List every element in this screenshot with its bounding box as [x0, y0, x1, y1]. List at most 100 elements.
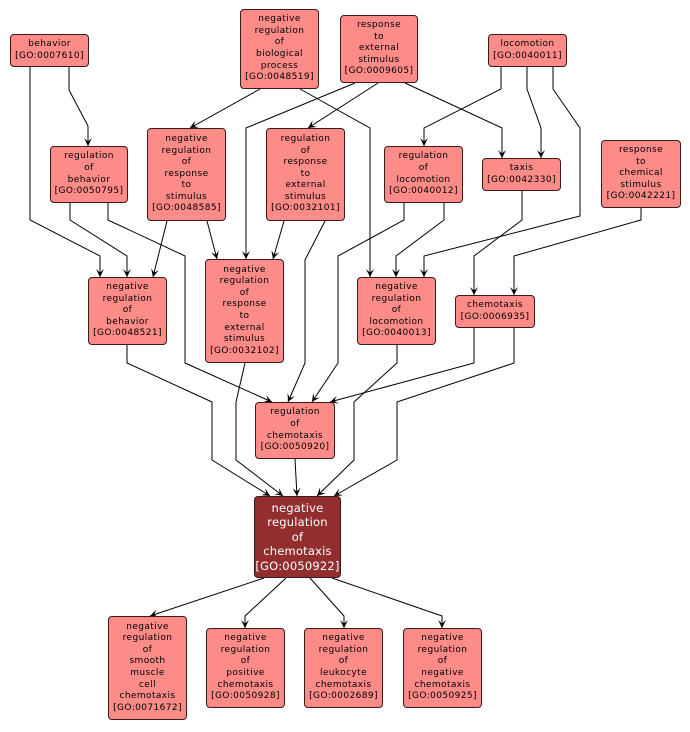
- go-term-node-go0007610[interactable]: behavior[GO:0007610]: [10, 34, 89, 67]
- node-label-line: stimulus: [165, 191, 208, 202]
- edge-GO0040012-to-GO0040013: [392, 203, 445, 277]
- node-label-line: to: [300, 168, 311, 179]
- arrowhead-icon: [96, 269, 104, 277]
- node-label-line: external: [224, 322, 265, 333]
- go-term-node-go0040011[interactable]: locomotion[GO:0040011]: [488, 34, 567, 67]
- edge-GO0032102-to-GO0050922: [235, 362, 284, 497]
- node-label-line: negative: [421, 668, 464, 678]
- node-label-line: negative: [106, 282, 149, 293]
- arrowhead-icon: [470, 287, 478, 295]
- node-label-line: negative: [223, 264, 266, 275]
- arrowhead-icon: [287, 393, 295, 402]
- node-label-line: regulation: [64, 151, 114, 162]
- node-label-line: chemotaxis: [414, 679, 471, 690]
- node-label-line: response: [618, 145, 664, 156]
- edge-line: [235, 362, 284, 497]
- go-term-node-go0006935[interactable]: chemotaxis[GO:0006935]: [455, 295, 535, 328]
- go-term-node-go0042330[interactable]: taxis[GO:0042330]: [482, 158, 561, 191]
- node-go-id: [GO:0040012]: [389, 186, 458, 197]
- node-label-line: behavior: [28, 38, 71, 49]
- node-label-line: of: [239, 287, 250, 298]
- edge-GO0050922-to-GO0050925: [331, 577, 446, 628]
- edge-GO0048521-to-GO0050922: [126, 345, 271, 497]
- edge-GO0050795-to-GO0048521: [69, 203, 131, 277]
- node-go-id: [GO:0050922]: [255, 558, 340, 573]
- node-label-line: behavior: [67, 174, 111, 185]
- node-label-line: taxis: [509, 162, 534, 173]
- arrowhead-icon: [312, 393, 320, 402]
- node-label-line: of: [300, 145, 311, 156]
- node-go-id: [GO:0050925]: [408, 691, 477, 702]
- node-go-id: [GO:0071672]: [113, 702, 182, 713]
- node-label-line: locomotion: [369, 316, 424, 327]
- node-go-id: [GO:0032101]: [271, 203, 340, 214]
- edge-GO0040013-to-GO0050922: [316, 345, 398, 497]
- edge-GO0048519-to-GO0040013: [299, 88, 374, 277]
- arrowhead-icon: [510, 287, 518, 295]
- node-label-line: regulation: [267, 515, 328, 530]
- arrowhead-icon: [211, 250, 219, 259]
- edge-GO0006935-to-GO0050922: [329, 328, 475, 404]
- node-label-line: regulation: [122, 633, 173, 644]
- node-label-line: stimulus: [358, 54, 400, 65]
- edge-line: [152, 220, 168, 278]
- edge-GO0050922-to-GO0050928: [241, 577, 287, 628]
- edge-line: [29, 67, 101, 277]
- node-label-line: to: [636, 156, 646, 167]
- arrowhead-icon: [292, 487, 301, 496]
- node-label-line: negative: [421, 633, 464, 644]
- edge-line: [287, 220, 326, 403]
- edge-GO0032101-to-GO0050920: [287, 220, 326, 403]
- node-label-line: of: [240, 656, 251, 667]
- node-label-line: regulation: [318, 644, 369, 655]
- arrowhead-icon: [498, 150, 506, 158]
- arrowhead-icon: [242, 251, 250, 259]
- arrowhead-icon: [151, 268, 159, 277]
- edge-line: [526, 67, 542, 158]
- node-label-line: of: [274, 37, 285, 48]
- edge-GO0050922-to-GO0071672: [149, 577, 265, 618]
- arrowhead-icon: [334, 488, 343, 496]
- node-go-id: [GO:0042221]: [606, 191, 676, 202]
- edge-GO0048519-to-GO0048585: [189, 88, 261, 129]
- arrowhead-icon: [150, 609, 159, 618]
- node-label-line: negative: [126, 621, 169, 632]
- node-label-line: of: [418, 162, 429, 173]
- edge-GO0009605-to-GO0032101: [307, 82, 379, 129]
- node-go-id: [GO:0048521]: [93, 328, 162, 339]
- node-label-line: of: [391, 305, 402, 316]
- edge-line: [245, 82, 356, 259]
- edge-GO0032101-to-GO0032102: [271, 220, 285, 260]
- node-label-line: to: [374, 31, 384, 42]
- edge-GO0040011-to-GO0042330: [526, 67, 545, 158]
- node-go-id: [GO:0050795]: [54, 186, 124, 197]
- arrowhead-icon: [330, 396, 339, 404]
- arrowhead-icon: [263, 395, 272, 403]
- edge-GO0042330-to-GO0006935: [470, 191, 523, 295]
- arrowhead-icon: [274, 487, 283, 496]
- edge-line: [316, 345, 398, 497]
- node-label-line: regulation: [254, 25, 305, 36]
- node-label-line: regulation: [280, 133, 331, 144]
- edge-GO0048585-to-GO0048521: [151, 220, 168, 278]
- node-go-id: [GO:0040011]: [493, 50, 562, 61]
- edge-GO0050795-to-GO0050920: [107, 203, 273, 403]
- edge-line: [244, 577, 287, 628]
- edge-GO0050922-to-GO0002689: [309, 577, 348, 628]
